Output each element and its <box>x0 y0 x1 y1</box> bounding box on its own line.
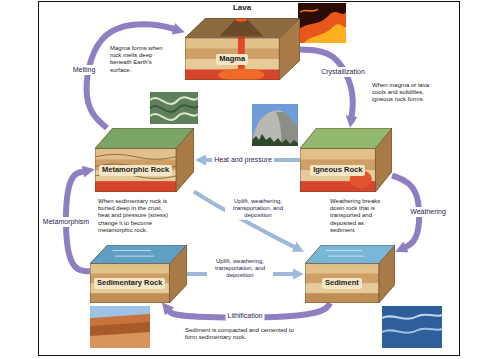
rock-block: Sediment <box>305 245 395 303</box>
block-outline <box>90 245 187 303</box>
description-note: When magma or lava cools and solidifies,… <box>372 82 430 104</box>
block-outline <box>95 128 194 192</box>
water-band <box>382 315 442 319</box>
block-illustration <box>305 245 395 303</box>
process-label: Melting <box>71 65 98 75</box>
rock-layer <box>95 148 176 159</box>
process-label: Metamorphism <box>41 217 91 227</box>
block-body <box>185 18 300 80</box>
rock-block: Metamorphic Rock <box>95 128 194 192</box>
rock-layer <box>305 264 379 274</box>
cycle-arrow <box>87 24 175 128</box>
rock-layer <box>90 293 169 303</box>
tree-line <box>252 134 298 146</box>
water-ripple <box>328 256 364 257</box>
block-illustration <box>90 245 187 303</box>
block-body <box>300 128 392 192</box>
block-label: Sedimentary Rock <box>94 278 165 289</box>
water-ripple <box>326 250 362 251</box>
block-label: Igneous Rock <box>310 165 365 176</box>
frame <box>39 2 460 356</box>
granite-photo <box>252 104 298 146</box>
block-illustration <box>300 128 392 192</box>
water-ripple <box>115 256 154 257</box>
block-outline <box>300 128 392 192</box>
process-label: Lithification <box>225 311 264 321</box>
rock-layer <box>300 148 375 159</box>
lava-photo <box>298 3 346 43</box>
fold-band <box>150 113 198 120</box>
description-note: Sediment is compacted and cemented to fo… <box>185 327 305 341</box>
description-note: Weathering breaks down rock that is tran… <box>330 198 388 234</box>
process-label: Heat and pressure <box>212 155 274 165</box>
rock-block: Magma <box>185 18 300 80</box>
photo-sky <box>252 104 298 146</box>
process-label: Weathering <box>408 207 448 217</box>
magma-chamber <box>218 68 264 80</box>
photo-water <box>382 306 442 348</box>
block-label: Magma <box>216 54 248 65</box>
granite-dome <box>252 111 298 146</box>
fold-band <box>150 97 198 104</box>
process-label: Uplift, weathering, transportation, and … <box>225 197 291 220</box>
canyon-photo <box>90 306 150 348</box>
rock-layer <box>185 38 279 49</box>
rock-block: Igneous Rock <box>300 128 392 192</box>
block-outline <box>185 18 300 80</box>
block-illustration <box>95 128 194 192</box>
rock-block: Sedimentary Rock <box>90 245 187 303</box>
rock-layer <box>305 293 379 303</box>
cycle-arrow <box>194 192 295 248</box>
connector-group <box>66 24 419 317</box>
block-label: Sediment <box>322 278 362 289</box>
cycle-arrow <box>300 50 353 117</box>
water-photo <box>382 306 442 348</box>
fold-band <box>150 105 198 112</box>
fold-line <box>95 154 176 159</box>
process-label: Uplift, weathering, transportation, and … <box>207 257 273 280</box>
block-illustration <box>185 18 300 80</box>
lava-flow <box>304 24 346 43</box>
description-note: When sedimentary rock is buried deep in … <box>98 198 170 234</box>
process-label: Crystallization <box>319 67 367 77</box>
canyon-layer <box>90 332 150 348</box>
canyon-layer <box>90 314 150 348</box>
block-body <box>90 245 187 303</box>
canyon-layer <box>90 322 150 348</box>
volcano <box>220 19 264 36</box>
water-band <box>382 329 442 333</box>
lava-flow <box>298 12 346 43</box>
photo-label: Lava <box>233 3 251 13</box>
photo-ground <box>150 92 198 124</box>
lava-streak <box>300 9 318 12</box>
block-label: Metamorphic Rock <box>99 165 172 176</box>
rock-layer <box>90 264 169 274</box>
photo-ground <box>298 3 346 43</box>
folded-rock-photo <box>150 92 198 124</box>
block-outline <box>305 245 395 303</box>
photo-sky <box>90 306 150 348</box>
block-body <box>95 128 194 192</box>
description-note: Magma forms when rock melts deep beneath… <box>110 45 172 74</box>
rock-layer <box>95 181 176 192</box>
crater <box>236 18 248 21</box>
block-body <box>305 245 395 303</box>
water-ripple <box>112 250 151 251</box>
